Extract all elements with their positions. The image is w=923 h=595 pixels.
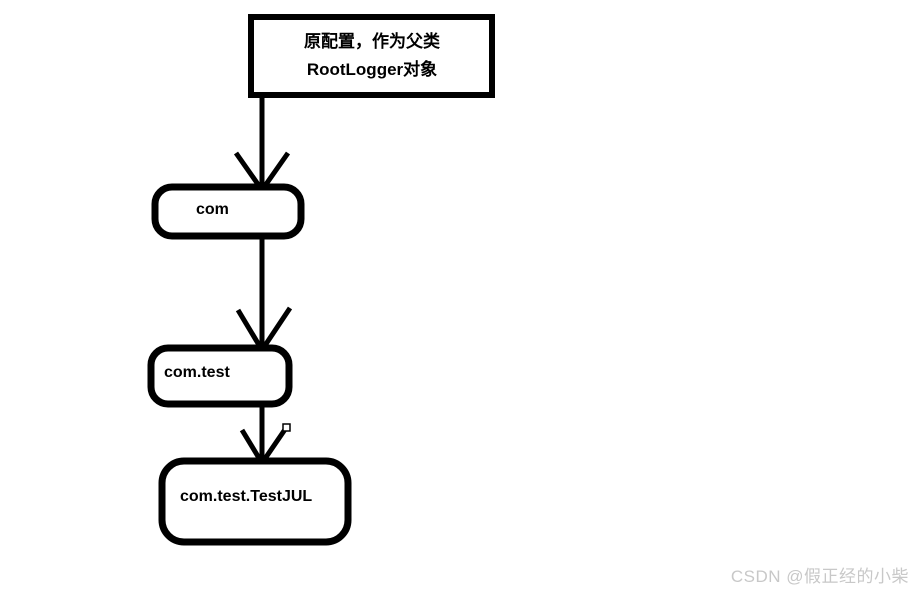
node-root-logger-shape[interactable] [248,14,495,98]
edge-handle-source[interactable] [282,423,291,432]
node-com-shape[interactable] [151,183,305,240]
csdn-watermark: CSDN @假正经的小柴 [730,567,909,586]
node-root-logger-label: 原配置，作为父类 RootLogger对象 [256,22,488,90]
node-root-logger-label-line1: 原配置，作为父类 [304,31,440,51]
edge-com-to-comtest[interactable] [235,236,293,355]
node-com-test-testjul-shape[interactable] [158,457,352,546]
node-com-test-shape[interactable] [147,344,293,408]
edge-root-to-com[interactable] [233,95,291,195]
node-root-logger-label-line2: RootLogger对象 [306,59,438,79]
